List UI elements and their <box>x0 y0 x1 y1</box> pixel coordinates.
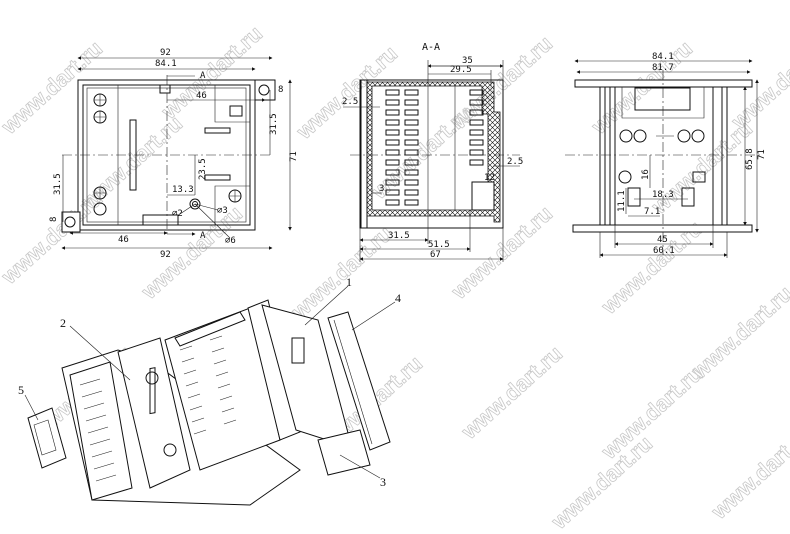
dim-71: 71 <box>757 149 767 160</box>
dim-dia-2: ⌀2 <box>172 209 183 219</box>
indicators <box>618 129 705 184</box>
watermark: www.dart.ru <box>706 421 790 525</box>
terminal-block <box>681 187 695 207</box>
exploded-view: 1 2 3 4 5 <box>18 275 401 506</box>
watermark: www.dart.ru <box>0 36 107 140</box>
dim-46-right: 46 <box>196 91 207 101</box>
terminal-frame <box>247 299 301 441</box>
dim-51-5: 51.5 <box>428 240 450 250</box>
watermark: www.dart.ru <box>136 201 247 305</box>
rear-view: 84.1 81.7 65.8 71 16 18.3 11.1 7.1 45 60… <box>565 52 767 258</box>
display-connector <box>291 337 305 364</box>
bottom-flange <box>572 224 753 233</box>
mount-hole <box>258 84 270 96</box>
dim-92-top: 92 <box>160 48 171 58</box>
terminal-module-slots <box>179 335 237 435</box>
dim-31-5-left: 31.5 <box>53 173 63 195</box>
callout-3: 3 <box>380 475 386 489</box>
front-view: A A 92 84.1 46 31.5 8 71 31.5 8 46 92 13… <box>49 48 299 260</box>
terminal-slots <box>385 89 484 206</box>
dim-13-3: 13.3 <box>172 185 194 195</box>
dim-3: 3 <box>379 184 384 194</box>
dim-16: 16 <box>641 169 651 180</box>
dim-65-8: 65.8 <box>745 148 755 170</box>
section-title: A-A <box>422 42 440 53</box>
dim-45: 45 <box>657 235 668 245</box>
rear-cover <box>327 311 391 451</box>
dim-8-ear: 8 <box>278 85 283 95</box>
base-slots <box>79 378 117 482</box>
watermark: www.dart.ru <box>286 221 397 325</box>
dim-35: 35 <box>462 56 473 66</box>
dim-7-1: 7.1 <box>644 207 660 217</box>
watermark: www.dart.ru <box>0 186 107 290</box>
top-flange <box>574 79 753 88</box>
dim-46-left: 46 <box>118 235 129 245</box>
dim-dia-3: ⌀3 <box>217 206 228 216</box>
dim-92-bottom: 92 <box>160 250 171 260</box>
led-indicators <box>93 93 242 216</box>
dim-dia-6: ⌀6 <box>225 236 236 246</box>
callout-2: 2 <box>60 316 66 330</box>
dim-60-1: 60.1 <box>653 246 675 256</box>
display-window <box>634 87 691 111</box>
connector <box>229 105 243 117</box>
section-view: A-A 35 29.5 2.5 <box>342 42 523 262</box>
dip-switch-block <box>317 429 371 476</box>
section-outline <box>359 79 504 229</box>
dim-31-5-right: 31.5 <box>269 113 279 135</box>
dim-67: 67 <box>430 250 441 260</box>
dim-84-1: 84.1 <box>155 59 177 69</box>
connector-block <box>471 181 495 211</box>
connector <box>692 171 706 183</box>
section-marker-top: A <box>200 71 206 81</box>
watermark: www.dart.ru <box>686 281 790 385</box>
watermark: www.dart.ru <box>456 341 567 445</box>
dim-23-5: 23.5 <box>198 158 208 180</box>
dim-31-5: 31.5 <box>388 231 410 241</box>
dim-2-5-left: 2.5 <box>342 97 358 107</box>
mount-hole <box>64 216 76 228</box>
dim-2-5-right: 2.5 <box>507 157 523 167</box>
callout-5: 5 <box>18 383 24 397</box>
dim-81-7: 81.7 <box>652 63 674 73</box>
watermark: www.dart.ru <box>156 21 267 125</box>
din-rail-clip <box>27 407 67 469</box>
dim-84-1: 84.1 <box>652 52 674 62</box>
terminal-block <box>627 187 641 207</box>
dim-8-ear-left: 8 <box>49 217 59 222</box>
dim-11-1: 11.1 <box>617 190 627 212</box>
callout-1: 1 <box>346 275 352 289</box>
section-marker-bottom: A <box>200 231 206 241</box>
dim-18-3: 18.3 <box>652 190 674 200</box>
mount-ear-top <box>254 79 276 101</box>
dim-29-5: 29.5 <box>450 65 472 75</box>
callout-4: 4 <box>395 291 401 305</box>
dim-12: 12 <box>484 173 495 183</box>
dim-71: 71 <box>289 151 299 162</box>
hatched-wall <box>366 81 501 223</box>
